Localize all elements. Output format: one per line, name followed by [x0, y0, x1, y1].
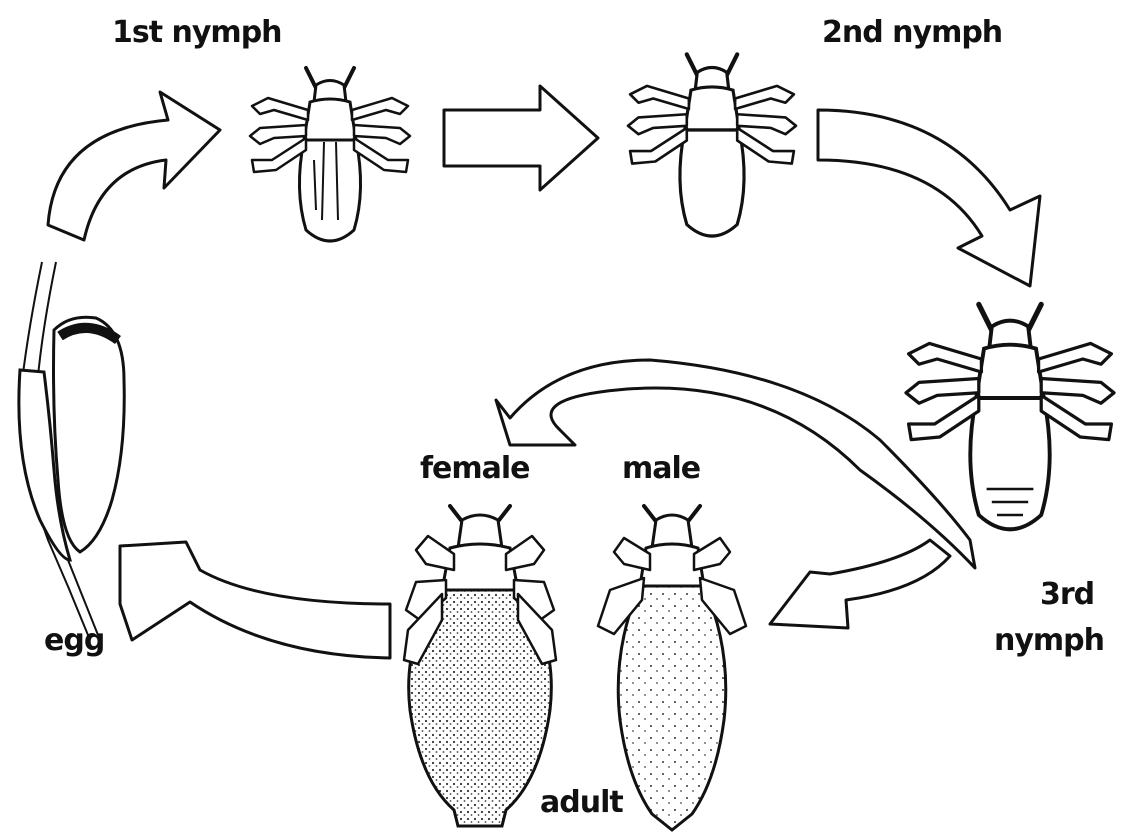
label-female: female — [420, 451, 530, 486]
cycle-arrow-icon — [818, 110, 1040, 286]
louse-nymph-icon — [628, 54, 796, 236]
cycle-arrow-icon — [48, 92, 220, 240]
label-nymph: nymph — [994, 623, 1104, 658]
cycle-arrow-icon — [120, 542, 390, 658]
label-2nd-nymph: 2nd nymph — [822, 15, 1002, 50]
label-adult: adult — [540, 785, 623, 820]
louse-nymph-icon — [250, 68, 410, 241]
label-1st-nymph: 1st nymph — [112, 15, 282, 50]
louse-adult-male-icon — [598, 506, 746, 830]
louse-nymph-icon — [906, 304, 1114, 529]
egg-on-hair-icon — [19, 262, 124, 640]
cycle-arrow-icon — [444, 86, 598, 190]
cycle-arrow-icon — [770, 540, 950, 628]
label-male: male — [622, 451, 700, 486]
cycle-arrow-icon — [496, 360, 975, 568]
label-egg: egg — [44, 623, 104, 658]
louse-adult-female-icon — [404, 506, 556, 826]
label-3rd: 3rd — [1040, 577, 1094, 612]
